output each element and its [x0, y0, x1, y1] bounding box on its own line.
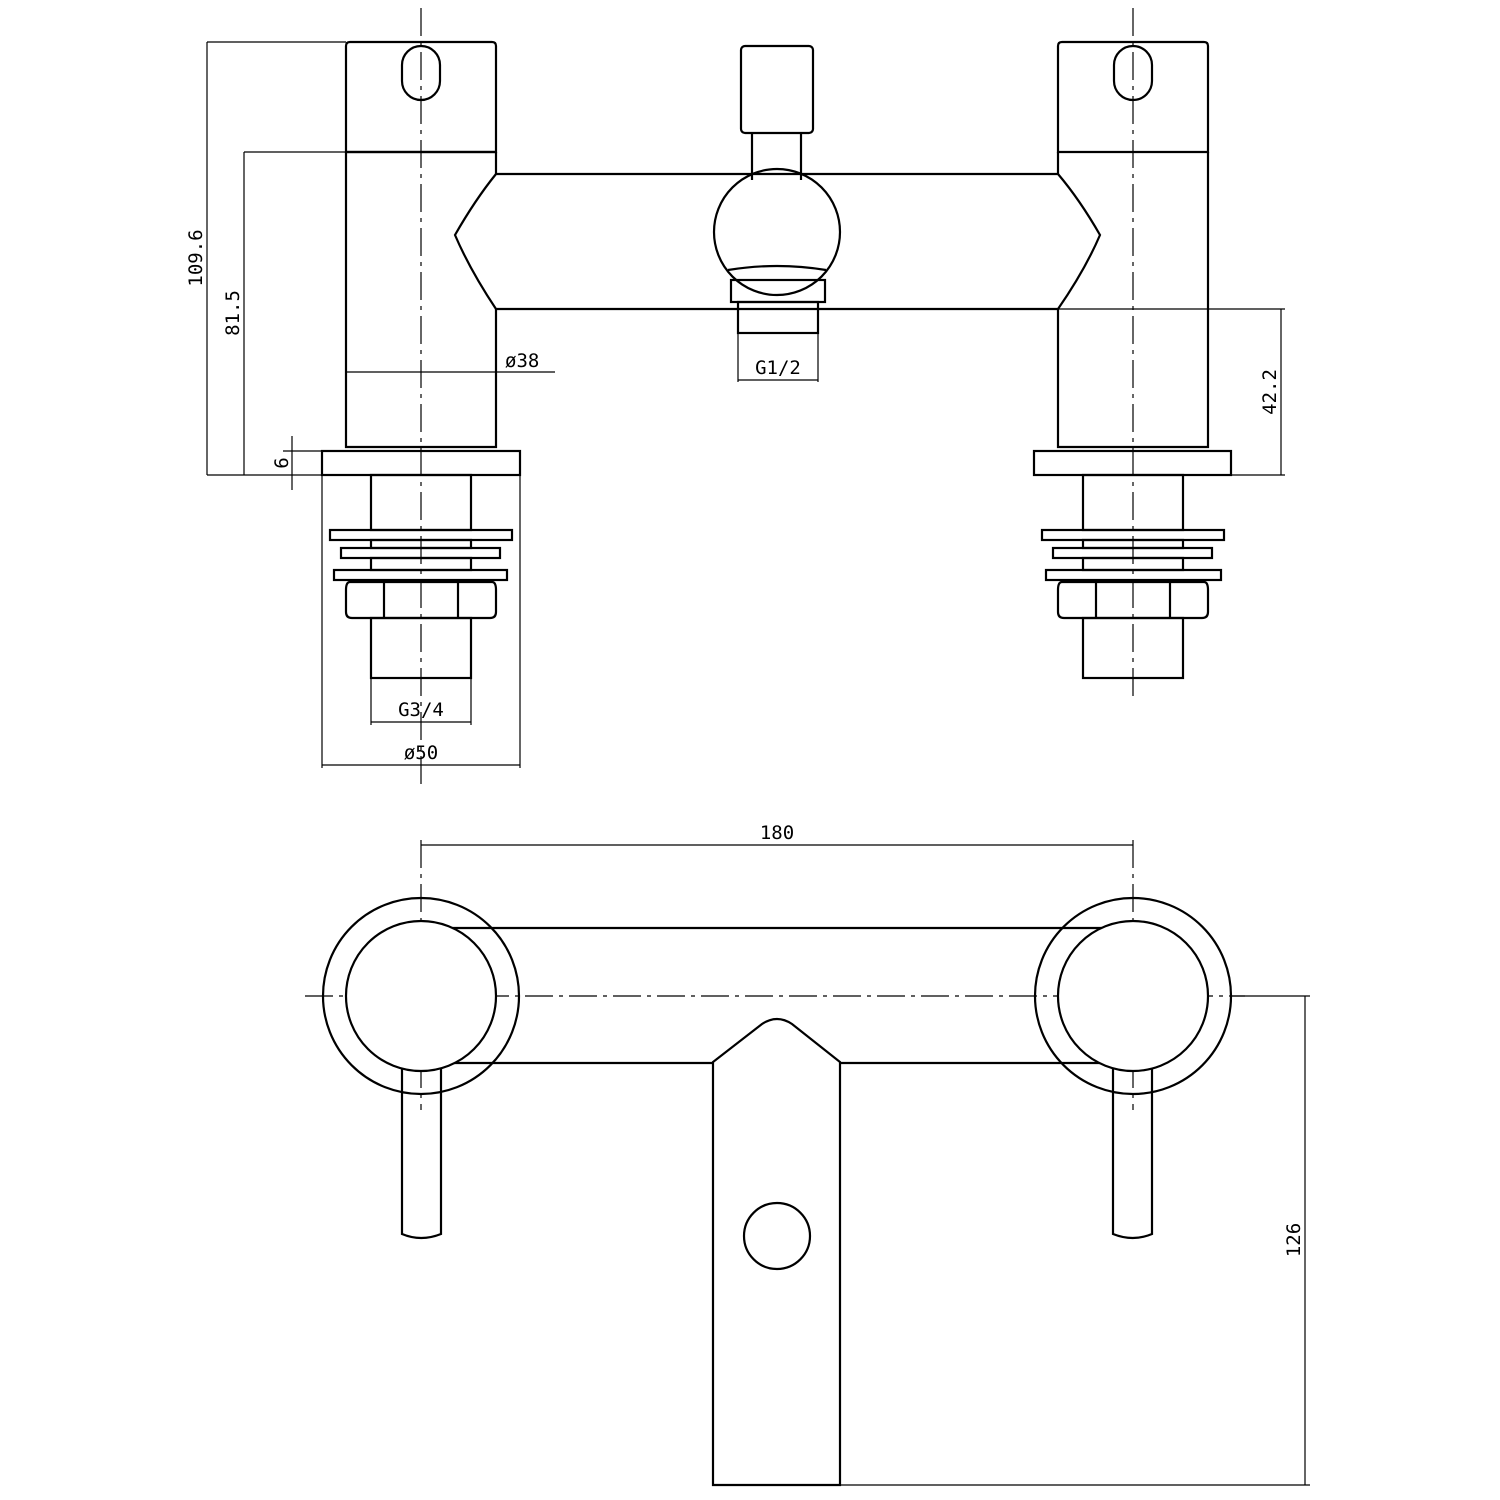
right-handle-knob — [1112, 44, 1154, 102]
dim-flange-diameter: ø50 — [321, 475, 521, 768]
dim-label-109-6: 109.6 — [185, 229, 207, 286]
dim-total-height: 109.6 — [185, 41, 346, 476]
dim-bar-height: 42.2 — [1058, 308, 1285, 476]
dim-label-42-2: 42.2 — [1259, 369, 1281, 415]
left-pillar-top — [344, 919, 498, 1073]
dim-label-g3-4: G3/4 — [398, 699, 444, 721]
diverter-ball — [712, 167, 842, 297]
right-pillar-top — [1056, 919, 1210, 1073]
diverter-knob — [739, 44, 815, 135]
dim-body-height: 81.5 — [222, 151, 346, 475]
plan-view: 180 126 — [305, 822, 1310, 1487]
dim-outlet-thread: G1/2 — [737, 333, 819, 382]
left-thread — [328, 473, 514, 680]
dim-projection: 126 — [840, 995, 1310, 1486]
dim-label-180: 180 — [760, 822, 794, 844]
right-lever — [1111, 1068, 1154, 1240]
left-flange-outline — [321, 896, 521, 1096]
dim-label-d38: ø38 — [505, 350, 539, 372]
dim-label-g1-2: G1/2 — [755, 357, 801, 379]
dim-label-126: 126 — [1283, 1223, 1305, 1257]
front-view: 109.6 81.5 6 ø38 G1/2 42.2 — [185, 8, 1285, 790]
dim-body-diameter: ø38 — [346, 350, 555, 373]
left-hex-nut — [344, 580, 498, 620]
dim-centres: 180 — [421, 822, 1133, 846]
right-thread — [1040, 473, 1226, 680]
outlet-nut — [729, 278, 827, 304]
body-bar — [453, 172, 1102, 311]
dim-label-d50: ø50 — [404, 742, 438, 764]
left-handle-knob — [400, 44, 442, 102]
right-hex-nut — [1056, 580, 1210, 620]
dim-label-81-5: 81.5 — [222, 290, 244, 336]
dim-inlet-thread: G3/4 — [370, 678, 472, 725]
left-pillar — [320, 40, 522, 680]
outlet — [736, 300, 820, 335]
diverter-knob-top — [742, 1201, 812, 1271]
dim-label-6: 6 — [271, 457, 293, 468]
right-pillar — [1032, 40, 1233, 680]
diverter — [712, 44, 842, 335]
dim-flange-thickness: 6 — [271, 436, 322, 490]
left-lever — [400, 1068, 443, 1240]
spout — [711, 1017, 842, 1487]
